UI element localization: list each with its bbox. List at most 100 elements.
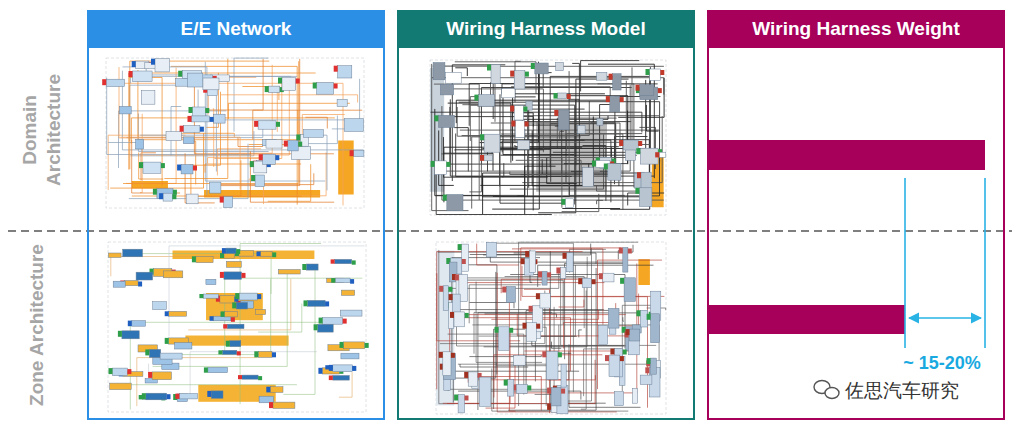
component-box — [344, 342, 365, 349]
connector-tab — [272, 352, 276, 357]
schematic-block — [132, 181, 168, 189]
component-box — [435, 161, 447, 175]
connector-tab — [178, 71, 182, 77]
connector-tab — [220, 272, 224, 278]
schematic-block — [338, 141, 353, 195]
connector-tab — [480, 134, 484, 140]
wire — [242, 87, 279, 101]
connector-tab — [554, 110, 558, 116]
wire — [556, 96, 628, 165]
wire — [444, 153, 493, 170]
connector-tab — [319, 318, 323, 324]
panel-header: E/E Network — [87, 10, 385, 48]
connector-tab — [462, 259, 466, 264]
component-box — [192, 116, 210, 122]
component-box — [239, 293, 257, 300]
wire — [453, 309, 604, 310]
wire — [600, 105, 617, 162]
component-box — [609, 355, 620, 377]
reference-line — [984, 178, 986, 348]
component-box — [506, 287, 515, 303]
component-box — [516, 384, 527, 393]
connector-tab — [298, 142, 302, 147]
wire — [497, 273, 617, 412]
connector-tab — [527, 385, 531, 390]
connector-tab — [177, 165, 181, 171]
wire — [524, 125, 561, 175]
component-box — [273, 402, 295, 408]
connector-tab — [443, 195, 447, 201]
wire — [646, 105, 658, 131]
component-box — [499, 327, 510, 351]
connector-tab — [626, 329, 630, 335]
wire — [129, 73, 316, 170]
connector-tab — [647, 314, 651, 320]
wire — [622, 305, 651, 391]
component-box — [225, 311, 238, 317]
connector-tab — [148, 372, 152, 378]
wire — [119, 83, 343, 205]
wire — [481, 140, 650, 195]
component-box — [440, 85, 453, 95]
wire — [490, 255, 627, 262]
wire — [218, 59, 300, 186]
component-box — [491, 65, 500, 84]
wire — [480, 117, 593, 186]
component-box — [206, 279, 216, 284]
component-box — [108, 253, 121, 258]
weight-bar-domain — [708, 140, 985, 170]
connector-tab — [296, 79, 300, 84]
connector-tab — [138, 282, 142, 287]
component-box — [270, 387, 283, 393]
connector-tab — [636, 310, 640, 316]
wire — [435, 109, 501, 196]
component-box — [640, 375, 652, 384]
component-box — [518, 140, 530, 149]
component-box — [333, 376, 350, 381]
component-box — [478, 95, 494, 107]
component-box — [613, 74, 622, 90]
connector-tab — [210, 316, 214, 321]
connector-tab — [205, 108, 209, 113]
component-box — [152, 372, 171, 380]
component-box — [597, 119, 603, 126]
component-box — [169, 311, 187, 316]
connector-tab — [450, 312, 454, 318]
wire — [473, 351, 569, 380]
component-box — [527, 323, 537, 342]
connector-tab — [446, 162, 450, 167]
connector-tab — [165, 311, 169, 316]
connector-tab — [619, 248, 623, 254]
component-box — [558, 93, 567, 99]
component-box — [187, 73, 202, 87]
connector-tab — [547, 272, 551, 277]
wire — [450, 99, 654, 176]
connector-tab — [605, 355, 609, 361]
component-box — [540, 293, 550, 308]
wire — [597, 200, 604, 204]
connector-tab — [204, 367, 208, 372]
connector-tab — [275, 155, 279, 160]
connector-tab — [365, 343, 369, 348]
component-box — [546, 351, 558, 379]
connector-tab — [259, 154, 263, 160]
connector-tab — [173, 190, 177, 195]
wire — [205, 62, 325, 181]
sheet-frame — [430, 60, 666, 215]
wire — [527, 81, 626, 158]
connector-tab — [331, 278, 335, 283]
connector-tab — [645, 367, 649, 373]
component-box — [308, 300, 326, 306]
wire — [632, 67, 650, 144]
component-box — [183, 137, 194, 144]
wire — [240, 244, 321, 405]
connector-tab — [510, 106, 514, 112]
component-box — [344, 119, 363, 132]
connector-tab — [334, 84, 338, 89]
component-box — [323, 318, 343, 325]
wire — [470, 377, 542, 411]
connector-tab — [599, 273, 603, 279]
wire — [469, 355, 541, 357]
connector-tab — [604, 164, 608, 170]
component-box — [610, 96, 620, 112]
